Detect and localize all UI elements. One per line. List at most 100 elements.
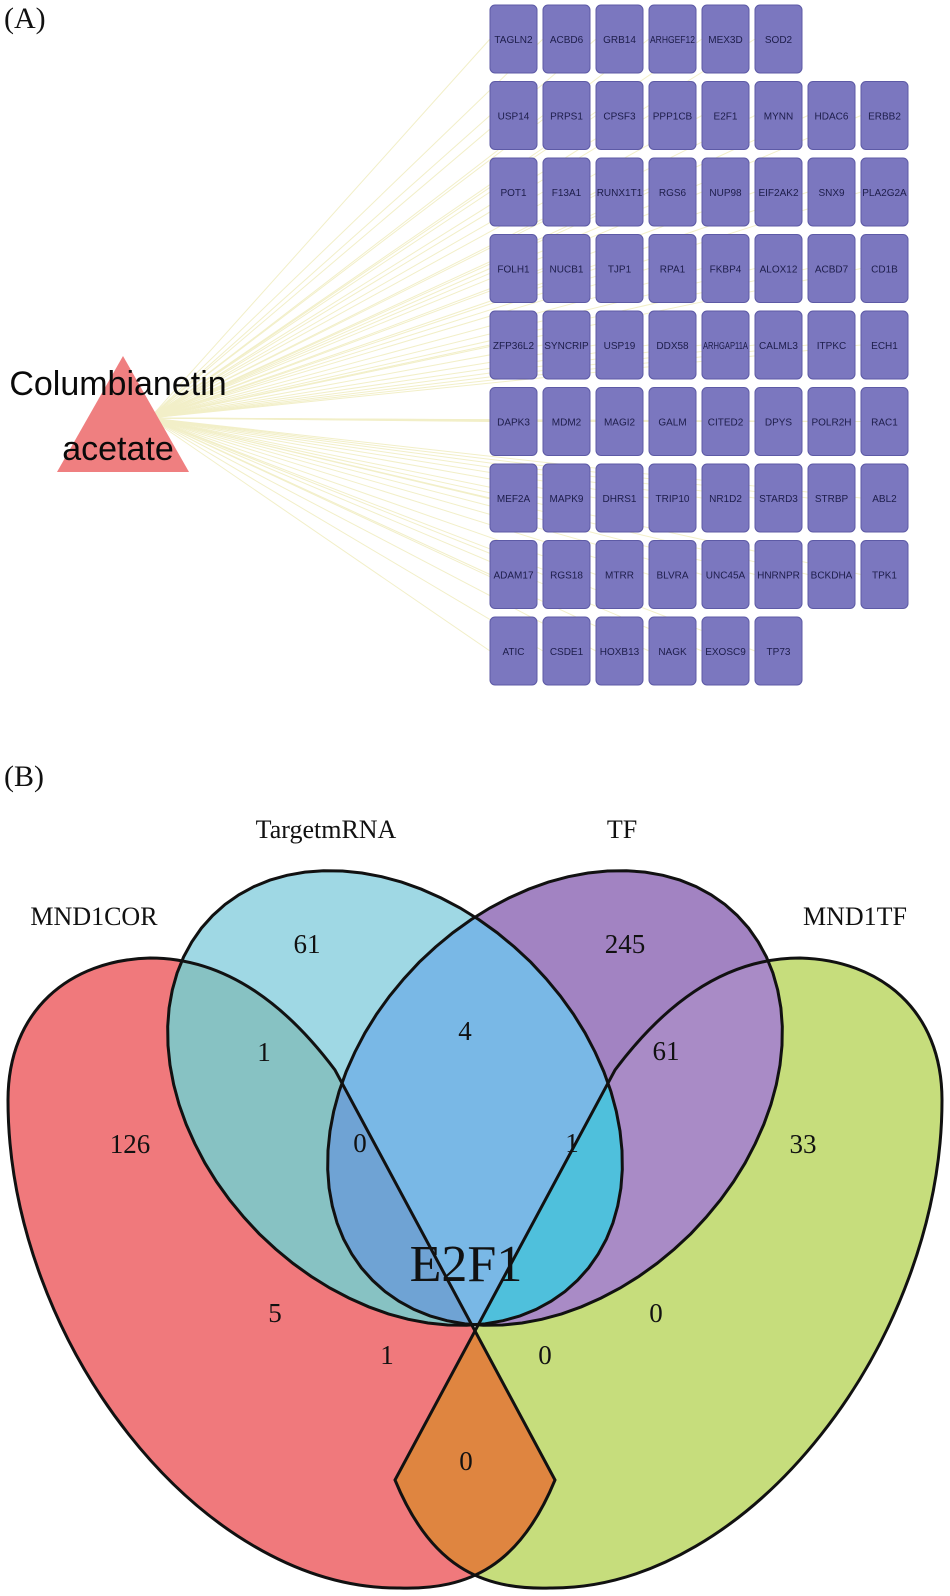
count-targetmrna-tf-mnd1tf: 1: [565, 1128, 579, 1158]
gene-node[interactable]: [542, 234, 591, 303]
gene-node[interactable]: [542, 4, 591, 74]
gene-label: ABL2: [872, 494, 897, 505]
gene-node[interactable]: [860, 81, 909, 150]
gene-label: TP73: [767, 647, 791, 658]
gene-node[interactable]: [701, 387, 750, 456]
gene-node[interactable]: [701, 234, 750, 303]
network-edge: [149, 191, 491, 419]
gene-node[interactable]: [648, 616, 697, 686]
network-edge: [149, 417, 703, 652]
venn-fills: [8, 870, 942, 1589]
gene-node[interactable]: [807, 310, 856, 380]
gene-node[interactable]: [754, 540, 803, 609]
drug-node[interactable]: [57, 356, 189, 472]
gene-label: BLVRA: [656, 571, 688, 582]
gene-node[interactable]: [648, 4, 697, 74]
gene-node[interactable]: [489, 81, 538, 150]
gene-label: BCKDHA: [811, 571, 853, 582]
gene-node[interactable]: [595, 234, 644, 303]
venn-outline-mnd1tf: [393, 956, 944, 1590]
gene-node[interactable]: [648, 387, 697, 456]
network-edge: [149, 191, 862, 419]
network-edge: [149, 115, 809, 419]
gene-label: CALML3: [759, 341, 798, 352]
gene-node[interactable]: [595, 157, 644, 227]
network-edge: [149, 417, 544, 499]
gene-label: TJP1: [608, 265, 632, 276]
gene-node[interactable]: [754, 387, 803, 456]
gene-node[interactable]: [489, 157, 538, 227]
gene-node[interactable]: [701, 81, 750, 150]
gene-label: HNRNPR: [757, 571, 800, 582]
gene-node[interactable]: [860, 310, 909, 380]
gene-node[interactable]: [542, 540, 591, 609]
gene-node[interactable]: [542, 463, 591, 533]
gene-node[interactable]: [595, 463, 644, 533]
gene-node[interactable]: [595, 310, 644, 380]
gene-node[interactable]: [860, 234, 909, 303]
gene-node[interactable]: [754, 234, 803, 303]
gene-node[interactable]: [595, 540, 644, 609]
gene-node[interactable]: [489, 4, 538, 74]
gene-node[interactable]: [807, 81, 856, 150]
gene-node[interactable]: [489, 616, 538, 686]
gene-node[interactable]: [860, 387, 909, 456]
network-edge: [149, 191, 809, 419]
set-label-mnd1tf: MND1TF: [803, 902, 907, 931]
gene-node[interactable]: [754, 157, 803, 227]
gene-label: ZFP36L2: [493, 341, 535, 352]
set-label-tf: TF: [607, 815, 637, 844]
gene-node[interactable]: [648, 234, 697, 303]
gene-node[interactable]: [701, 616, 750, 686]
gene-node[interactable]: [595, 81, 644, 150]
gene-node[interactable]: [701, 540, 750, 609]
gene-node[interactable]: [648, 81, 697, 150]
gene-node[interactable]: [595, 387, 644, 456]
gene-node[interactable]: [489, 310, 538, 380]
gene-node[interactable]: [701, 157, 750, 227]
gene-node[interactable]: [701, 310, 750, 380]
gene-node[interactable]: [595, 616, 644, 686]
venn-outline-mnd1cor: [6, 956, 557, 1590]
gene-node[interactable]: [807, 540, 856, 609]
count-targetmrna-mnd1tf: 0: [649, 1298, 663, 1328]
gene-node[interactable]: [542, 616, 591, 686]
gene-label: ARHGAP11A: [703, 341, 748, 352]
gene-node[interactable]: [754, 463, 803, 533]
gene-node[interactable]: [542, 310, 591, 380]
gene-node[interactable]: [807, 463, 856, 533]
gene-label: NUCB1: [550, 265, 584, 276]
gene-node[interactable]: [489, 387, 538, 456]
gene-node[interactable]: [489, 463, 538, 533]
gene-node[interactable]: [489, 540, 538, 609]
gene-node[interactable]: [489, 234, 538, 303]
gene-node[interactable]: [542, 81, 591, 150]
gene-node[interactable]: [807, 387, 856, 456]
network-edge: [149, 268, 491, 419]
gene-node[interactable]: [648, 157, 697, 227]
network-edge: [149, 268, 544, 419]
gene-node[interactable]: [807, 234, 856, 303]
gene-label: CD1B: [871, 265, 898, 276]
gene-node[interactable]: [648, 540, 697, 609]
gene-node[interactable]: [754, 310, 803, 380]
gene-node[interactable]: [754, 4, 803, 74]
gene-label: STRBP: [815, 494, 849, 505]
gene-node[interactable]: [807, 157, 856, 227]
gene-node[interactable]: [754, 81, 803, 150]
gene-node[interactable]: [595, 4, 644, 74]
gene-node[interactable]: [701, 4, 750, 74]
network-edge: [149, 417, 650, 652]
gene-node[interactable]: [542, 157, 591, 227]
gene-label: STARD3: [759, 494, 798, 505]
gene-node[interactable]: [860, 540, 909, 609]
gene-label: SNX9: [818, 188, 845, 199]
gene-node[interactable]: [860, 463, 909, 533]
gene-node[interactable]: [860, 157, 909, 227]
gene-label: DPYS: [765, 418, 793, 429]
gene-node[interactable]: [701, 463, 750, 533]
gene-node[interactable]: [754, 616, 803, 686]
gene-node[interactable]: [542, 387, 591, 456]
gene-node[interactable]: [648, 463, 697, 533]
gene-node[interactable]: [648, 310, 697, 380]
